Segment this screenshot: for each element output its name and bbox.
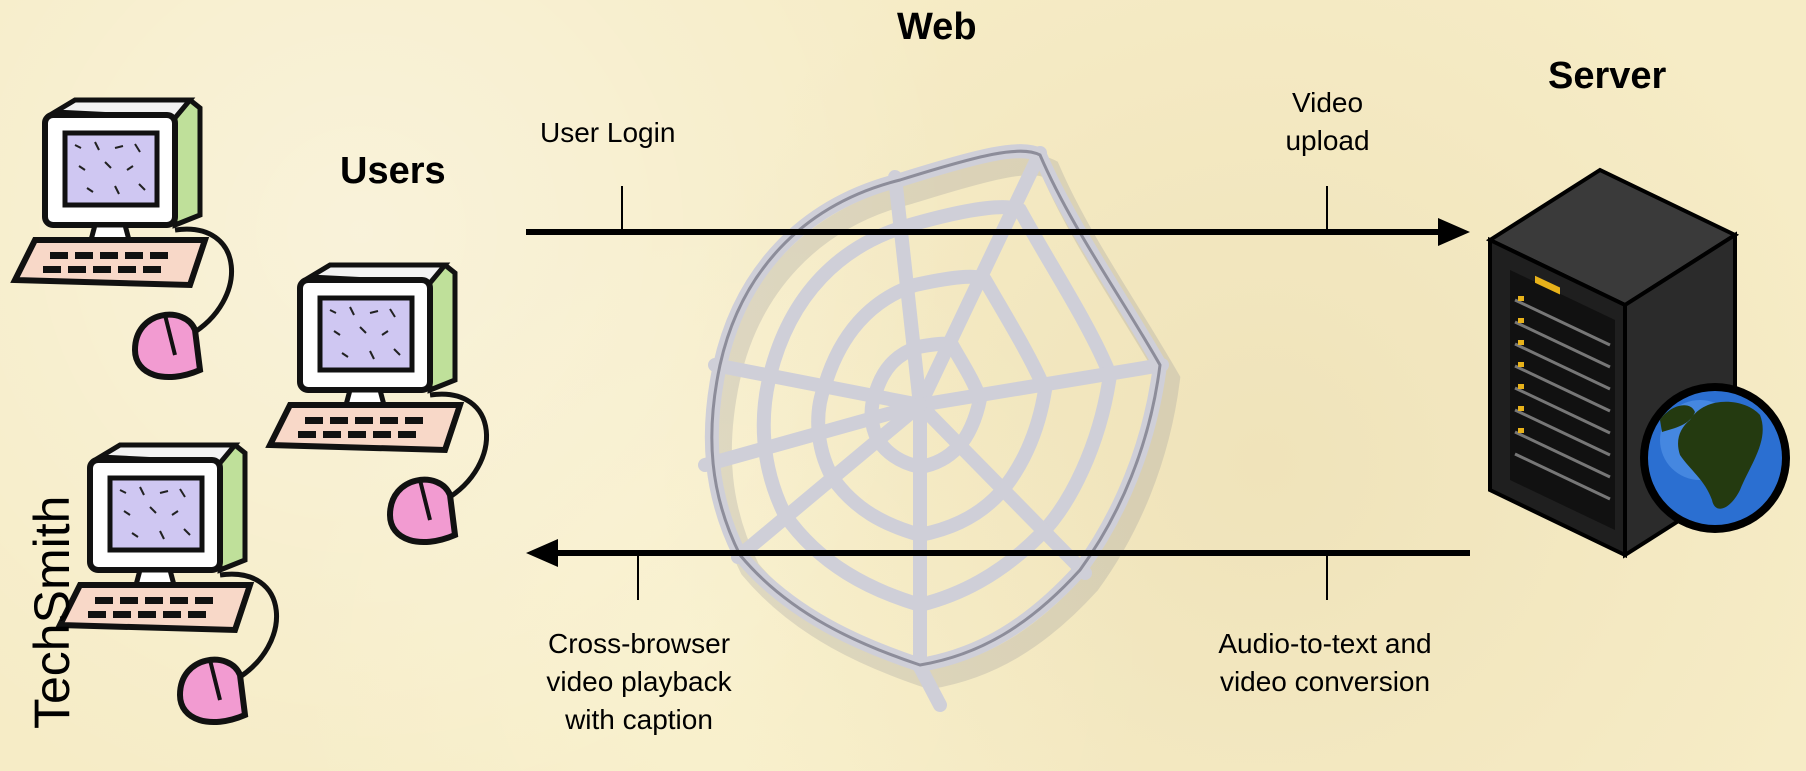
video-upload-line-2: upload	[1285, 125, 1370, 156]
response-arrow	[526, 539, 1470, 600]
playback-line-3: with caption	[565, 704, 713, 735]
conversion-label: Audio-to-text and video conversion	[1195, 625, 1455, 701]
conversion-line-2: video conversion	[1219, 666, 1431, 697]
playback-line-2: video playback	[546, 666, 732, 697]
playback-label: Cross-browser video playback with captio…	[530, 625, 748, 739]
computer-icon	[15, 100, 232, 377]
web-heading: Web	[897, 6, 977, 48]
users-heading: Users	[340, 150, 446, 192]
server-globe-icon	[1485, 167, 1790, 559]
computer-icon	[270, 265, 487, 542]
user-login-label: User Login	[540, 117, 676, 148]
spider-web-icon	[698, 144, 1181, 712]
conversion-line-1: Audio-to-text and	[1218, 628, 1432, 659]
server-heading: Server	[1548, 55, 1667, 97]
video-upload-label: Video upload	[1260, 84, 1395, 160]
video-upload-line-1: Video	[1291, 87, 1364, 118]
brand-label: TechSmith	[24, 495, 80, 729]
computer-icon	[60, 445, 277, 722]
playback-line-1: Cross-browser	[547, 628, 731, 659]
request-arrow	[526, 186, 1470, 246]
